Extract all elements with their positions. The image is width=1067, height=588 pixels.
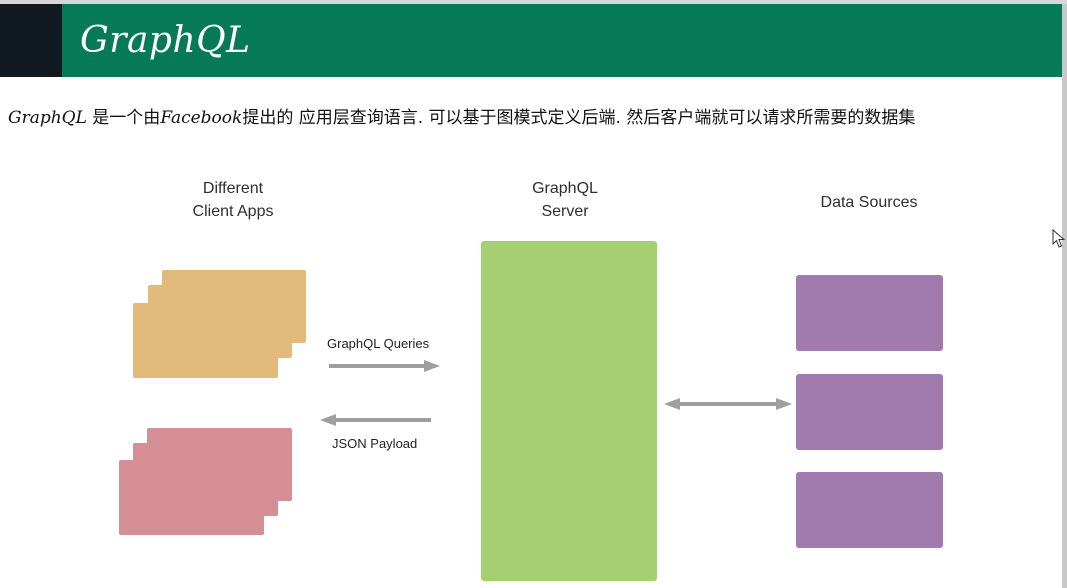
graphql-server-box <box>481 241 657 581</box>
right-edge-border <box>1062 4 1067 588</box>
top-border <box>0 0 1067 4</box>
intro-graphql-term: GraphQL <box>8 108 87 128</box>
queries-arrow-right <box>329 360 440 372</box>
data-sources-label-text: Data Sources <box>820 194 918 211</box>
json-payload-label: JSON Payload <box>332 436 418 451</box>
intro-facebook-term: Facebook <box>160 108 243 128</box>
client-apps-label: Different Client Apps <box>163 177 303 223</box>
data-source-box <box>796 275 943 351</box>
data-source-box <box>796 374 943 450</box>
graphql-server-label: GraphQL Server <box>505 177 625 223</box>
client-apps-label-line-1: Different <box>202 180 264 197</box>
header-dark-block <box>0 4 62 77</box>
data-sources-label: Data Sources <box>799 191 939 214</box>
intro-text: GraphQL 是一个由Facebook提出的 应用层查询语言. 可以基于图模式… <box>8 104 1062 132</box>
intro-text-part-1: 是一个由 <box>86 108 161 128</box>
intro-text-part-2: 提出的 应用层查询语言. 可以基于图模式定义后端. 然后客户端就可以请求所需要的… <box>242 108 916 128</box>
header-bar <box>62 4 1062 77</box>
client-apps-label-line-2: Client Apps <box>192 203 274 220</box>
client-app-card-front <box>133 303 278 378</box>
data-source-box <box>796 472 943 548</box>
graphql-server-label-line-1: GraphQL <box>532 180 598 197</box>
slide-title: GraphQL <box>80 20 251 61</box>
client-app-card-front <box>119 460 264 535</box>
graphql-server-label-line-2: Server <box>541 203 589 220</box>
mouse-cursor-icon <box>1052 229 1066 248</box>
graphql-queries-label: GraphQL Queries <box>327 336 430 351</box>
payload-arrow-left <box>320 414 431 426</box>
server-data-bidirectional-arrow <box>664 398 792 410</box>
